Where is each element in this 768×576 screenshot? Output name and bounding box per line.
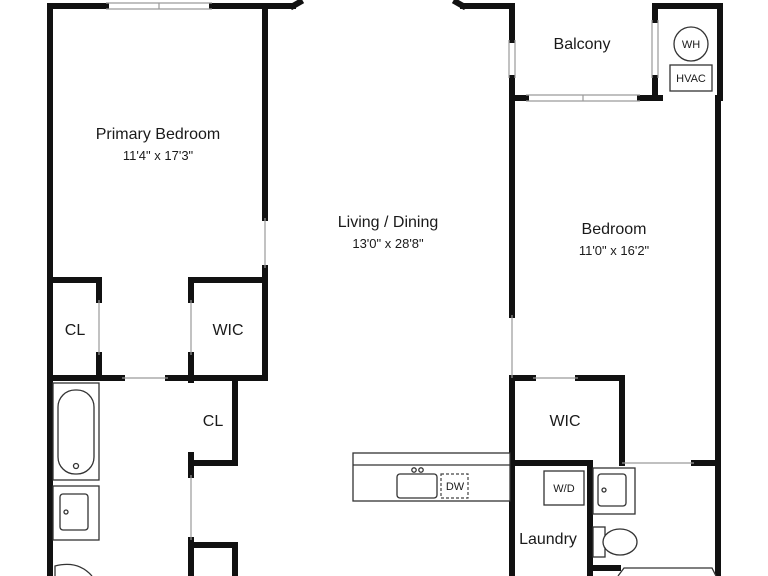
wic-bedroom-name: WIC xyxy=(549,413,580,430)
primary-bedroom-name: Primary Bedroom xyxy=(96,126,220,143)
window-lines xyxy=(98,2,694,540)
closet-hall-name: CL xyxy=(203,413,224,430)
bedroom-dims: 11'0" x 16'2" xyxy=(579,243,650,258)
balcony-name: Balcony xyxy=(554,36,611,53)
walls xyxy=(47,0,723,576)
kitchen-counter xyxy=(352,452,511,502)
toilet-left xyxy=(54,563,93,576)
washer-dryer: W/D xyxy=(543,470,585,506)
primary-bedroom-dims: 11'4" x 17'3" xyxy=(123,148,194,163)
bathtub xyxy=(52,382,100,481)
washer-dryer-label: W/D xyxy=(553,483,574,495)
dishwasher-label: DW xyxy=(446,481,465,493)
living-dining-name: Living / Dining xyxy=(338,214,439,231)
living-dining-dims: 13'0" x 28'8" xyxy=(352,236,424,251)
bathroom-sink-right xyxy=(592,467,636,515)
water-heater: WH xyxy=(673,26,709,62)
bedroom-name: Bedroom xyxy=(582,221,647,238)
bathtub-right-edge xyxy=(617,567,717,576)
wic-primary-name: WIC xyxy=(212,322,243,339)
hvac-label: HVAC xyxy=(676,73,706,85)
dishwasher: DW xyxy=(440,473,469,499)
toilet-right xyxy=(592,526,638,558)
hvac-unit: HVAC xyxy=(669,64,713,92)
laundry-name: Laundry xyxy=(519,531,577,548)
water-heater-label: WH xyxy=(682,39,700,51)
closet-left-name: CL xyxy=(65,322,86,339)
bathroom-sink-left xyxy=(52,485,100,541)
